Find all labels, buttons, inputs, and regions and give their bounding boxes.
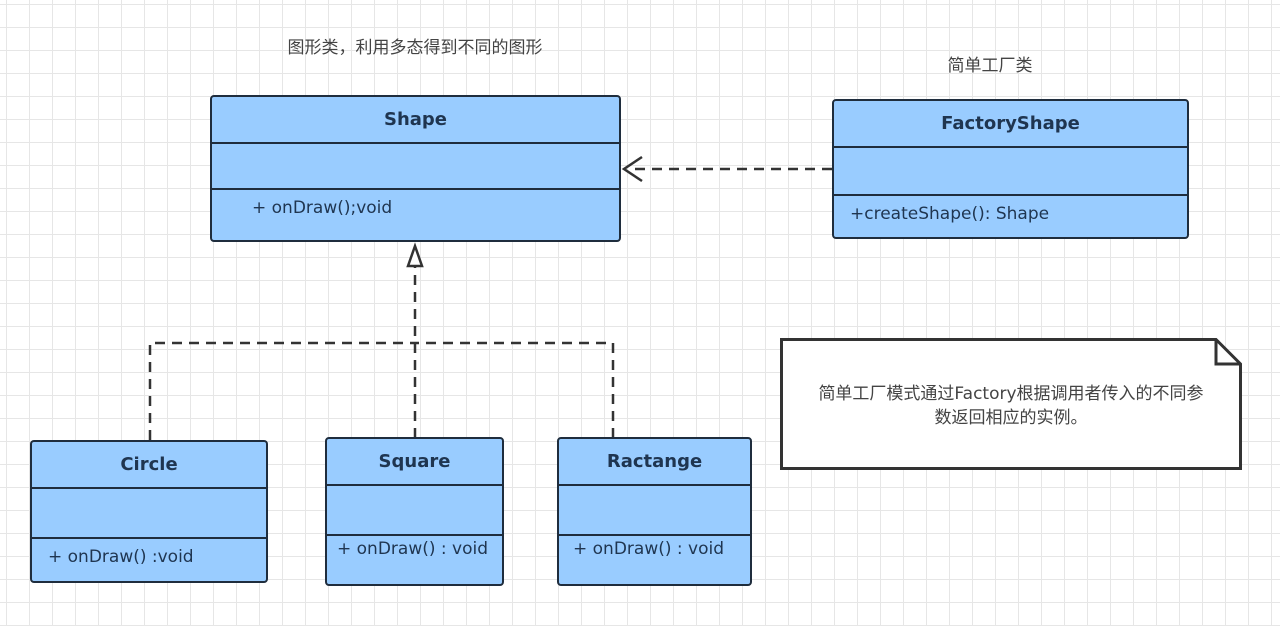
class-attributes xyxy=(327,486,502,536)
class-method: + onDraw() : void xyxy=(337,539,488,559)
class-method: +createShape(): Shape xyxy=(850,204,1050,224)
note-shape xyxy=(780,338,1242,470)
shape-caption: 图形类，利用多态得到不同的图形 xyxy=(287,38,543,58)
class-name: FactoryShape xyxy=(834,101,1187,148)
class-name: Ractange xyxy=(559,439,750,486)
class-square[interactable]: Square + onDraw() : void xyxy=(325,437,504,586)
class-name: Shape xyxy=(212,97,619,144)
class-attributes xyxy=(834,148,1187,196)
dependency-arrowhead-icon xyxy=(621,155,643,183)
realization-line-ractange xyxy=(415,341,615,438)
factory-caption: 简单工厂类 xyxy=(947,56,1033,76)
class-circle[interactable]: Circle + onDraw() :void xyxy=(30,440,268,583)
class-ractange[interactable]: Ractange + onDraw() : void xyxy=(557,437,752,586)
class-shape[interactable]: Shape + onDraw();void xyxy=(210,95,621,242)
note[interactable]: 简单工厂模式通过Factory根据调用者传入的不同参数返回相应的实例。 xyxy=(780,338,1242,470)
class-attributes xyxy=(559,486,750,536)
class-method: + onDraw() :void xyxy=(48,547,194,567)
class-method: + onDraw() : void xyxy=(573,539,724,559)
note-fold-icon xyxy=(1214,339,1241,366)
class-method: + onDraw();void xyxy=(252,198,393,218)
class-name: Square xyxy=(327,439,502,486)
class-name: Circle xyxy=(32,442,266,489)
realization-line-circle xyxy=(148,341,415,440)
class-factory-shape[interactable]: FactoryShape +createShape(): Shape xyxy=(832,99,1189,239)
realization-triangle-icon xyxy=(406,242,424,268)
note-text: 简单工厂模式通过Factory根据调用者传入的不同参数返回相应的实例。 xyxy=(818,384,1204,428)
class-attributes xyxy=(32,489,266,539)
class-attributes xyxy=(212,144,619,190)
